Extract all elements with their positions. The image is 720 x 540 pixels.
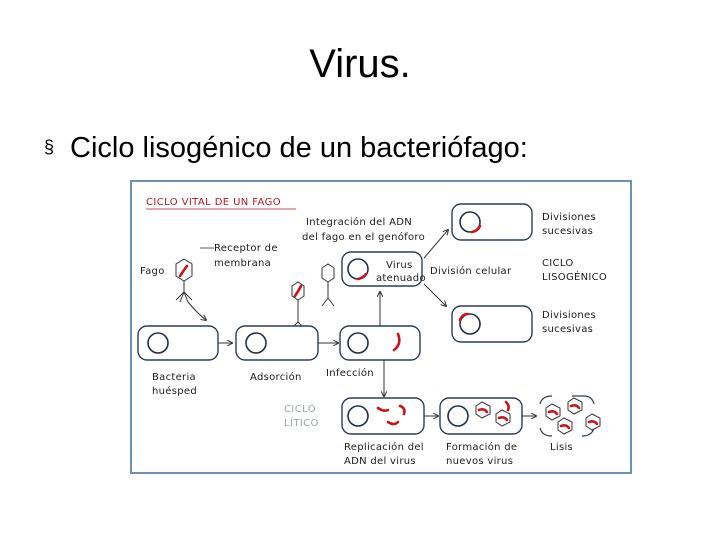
adsorption-genophore bbox=[245, 332, 267, 354]
label-virus-1: Virus bbox=[386, 260, 413, 271]
replicated-dna bbox=[376, 404, 406, 426]
bullet-marker: § bbox=[44, 137, 55, 157]
division-top-dna bbox=[470, 224, 482, 234]
label-virus-2: atenuado bbox=[376, 273, 426, 284]
label-div-sucesivas-1: Divisiones bbox=[542, 212, 596, 223]
label-fago: Fago bbox=[140, 266, 165, 277]
replication-genophore bbox=[347, 405, 369, 427]
label-lisis: Lisis bbox=[550, 442, 573, 453]
slide-title: Virus. bbox=[309, 42, 411, 86]
label-ciclo-lisogenico-1: CICLO bbox=[542, 258, 574, 269]
assembly-genophore bbox=[447, 405, 469, 427]
infection-genophore bbox=[347, 332, 369, 354]
label-ciclo-lisogenico-2: LISOGÉNICO bbox=[542, 270, 607, 283]
lysis-burst bbox=[539, 395, 601, 437]
arrow-to-divisions-top bbox=[423, 230, 448, 259]
arrow-to-divisions-bottom bbox=[423, 283, 446, 306]
label-integracion-2: del fago en el genóforo bbox=[302, 231, 425, 243]
division-bottom-dna bbox=[458, 312, 470, 322]
bullet-item: § Ciclo lisogénico de un bacteriófago: bbox=[44, 132, 528, 165]
label-bacteria-1: Bacteria bbox=[152, 372, 196, 383]
label-division-celular: División celular bbox=[430, 265, 512, 277]
label-ciclo-litico-1: CICLO bbox=[284, 404, 316, 415]
adsorbing-phages bbox=[291, 263, 335, 329]
host-bacterium-genophore bbox=[147, 332, 169, 354]
label-div-sucesivas-2: sucesivas bbox=[542, 226, 593, 237]
label-integracion-1: Integración del ADN bbox=[306, 216, 412, 228]
label-receptor-1: Receptor de bbox=[214, 243, 278, 254]
label-formacion-1: Formación de bbox=[446, 441, 517, 453]
figure-title: CICLO VITAL DE UN FAGO bbox=[146, 197, 281, 208]
bullet-text: Ciclo lisogénico de un bacteriófago: bbox=[70, 132, 528, 164]
label-div-sucesivas-b-1: Divisiones bbox=[542, 310, 596, 321]
division-top-genophore bbox=[459, 211, 481, 233]
division-bottom-genophore bbox=[459, 313, 481, 335]
phage-life-cycle-figure: CICLO VITAL DE UN FAGO Fago Receptor de … bbox=[130, 180, 632, 474]
label-ciclo-litico-2: LÍTICO bbox=[284, 416, 319, 429]
new-virus-capsids bbox=[475, 400, 511, 427]
label-formacion-2: nuevos virus bbox=[446, 456, 513, 467]
label-replicacion-2: ADN del virus bbox=[344, 456, 416, 467]
phage-life-cycle-diagram: CICLO VITAL DE UN FAGO Fago Receptor de … bbox=[137, 197, 607, 467]
label-infeccion: Infección bbox=[326, 367, 374, 379]
phage-icon bbox=[175, 258, 193, 303]
label-receptor-2: membrana bbox=[214, 258, 271, 269]
label-replicacion-1: Replicación del bbox=[344, 441, 424, 453]
label-adsorcion: Adsorción bbox=[250, 371, 302, 383]
arrow-phage-to-bacteria bbox=[187, 301, 206, 320]
label-bacteria-2: huésped bbox=[152, 385, 197, 397]
label-div-sucesivas-b-2: sucesivas bbox=[542, 324, 593, 335]
integrated-dna bbox=[356, 272, 368, 281]
infection-viral-dna bbox=[392, 332, 401, 352]
